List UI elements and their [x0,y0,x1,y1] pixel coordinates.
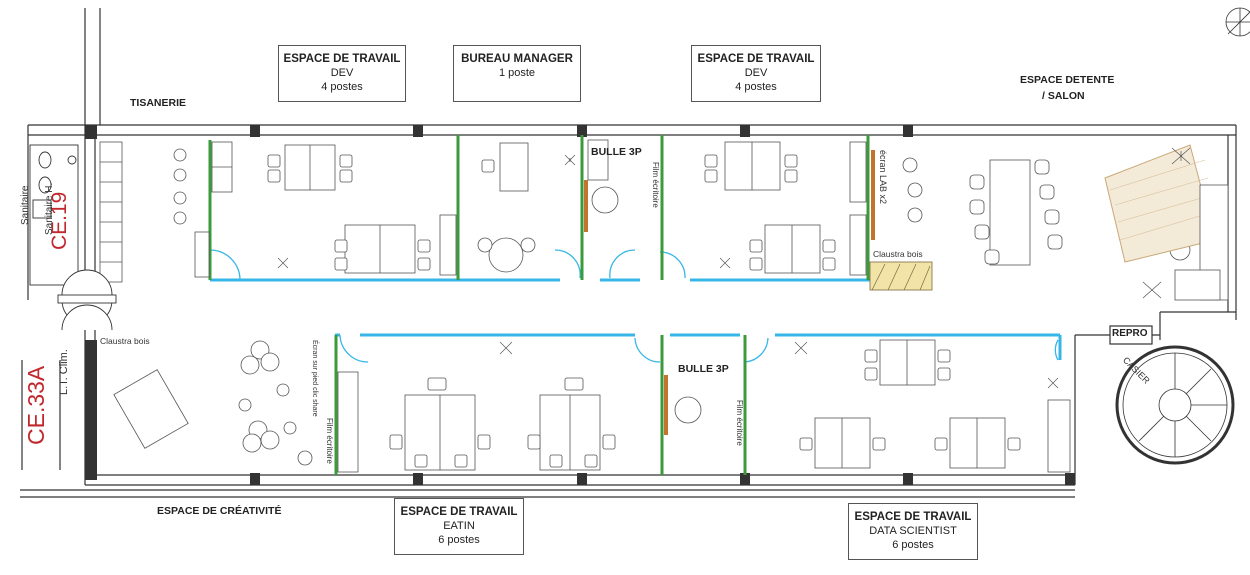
zone-title: ESPACE DE TRAVAIL [400,506,518,518]
label-film-top: Film écritoire [651,162,660,208]
plants [277,147,1191,389]
cabinets [99,139,1071,473]
label-film-bottom-right: Film écritoire [735,400,744,446]
label-sanitaire: Sanitaire [20,185,31,225]
label-sanitaire-h: Sanitaire H. [44,182,55,235]
label-box-bureau-manager: BUREAU MANAGER 1 poste [453,45,581,102]
zone-team: DATA SCIENTIST [869,525,957,537]
zone-title: ESPACE DE TRAVAIL [283,53,401,65]
label-bulle-bottom: BULLE 3P [678,363,729,375]
zone-team: DEV [330,67,354,79]
label-film-bottom-left: Film écritoire [325,418,334,464]
claustra-hatch [869,261,933,291]
zone-title: BUREAU MANAGER [461,53,573,65]
label-box-eatin: ESPACE DE TRAVAIL EATIN 6 postes [394,498,524,555]
spiral-staircase [1115,345,1235,465]
label-creativite: ESPACE DE CRÉATIVITÉ [157,505,282,517]
round-tables [173,148,1197,466]
label-detente: ESPACE DETENTE [1020,74,1115,86]
zone-capacity: 1 poste [498,67,536,79]
zone-team: DEV [744,67,768,79]
pillars [85,125,1075,485]
label-ecran-sur-pied: Écran sur pied clic share [311,340,318,417]
label-box-dev-left: ESPACE DE TRAVAIL DEV 4 postes [278,45,406,102]
label-salon: / SALON [1042,90,1085,102]
compass [1225,7,1250,37]
zone-title: ESPACE DE TRAVAIL [697,53,815,65]
label-ecran-lab: écran LAB x2 [878,150,888,205]
room-code-ce33a: CE.33A [23,365,49,445]
zone-capacity: 4 postes [321,81,363,93]
zone-capacity: 6 postes [438,534,480,546]
label-tisanerie: TISANERIE [130,97,187,109]
desk-clusters [113,141,1031,471]
chairs [267,154,1063,468]
label-lt-clim: L.T. Clim. [58,349,70,395]
label-box-data-scientist: ESPACE DE TRAVAIL DATA SCIENTIST 6 poste… [848,503,978,560]
zone-title: ESPACE DE TRAVAIL [854,511,972,523]
sofa [1174,184,1229,301]
green-partitions [208,135,870,475]
label-box-dev-right: ESPACE DE TRAVAIL DEV 4 postes [691,45,821,102]
zone-team: EATIN [443,520,475,532]
sanitary [29,144,117,331]
label-claustra-top: Claustra bois [873,249,923,259]
wood-partitions [584,150,875,435]
lounge-rug [1104,144,1216,263]
doors [209,249,1059,363]
zone-capacity: 6 postes [892,539,934,551]
zone-capacity: 4 postes [735,81,777,93]
label-claustra-left: Claustra bois [100,336,150,346]
label-repro: REPRO [1112,328,1148,339]
label-bulle-top: BULLE 3P [591,146,642,158]
